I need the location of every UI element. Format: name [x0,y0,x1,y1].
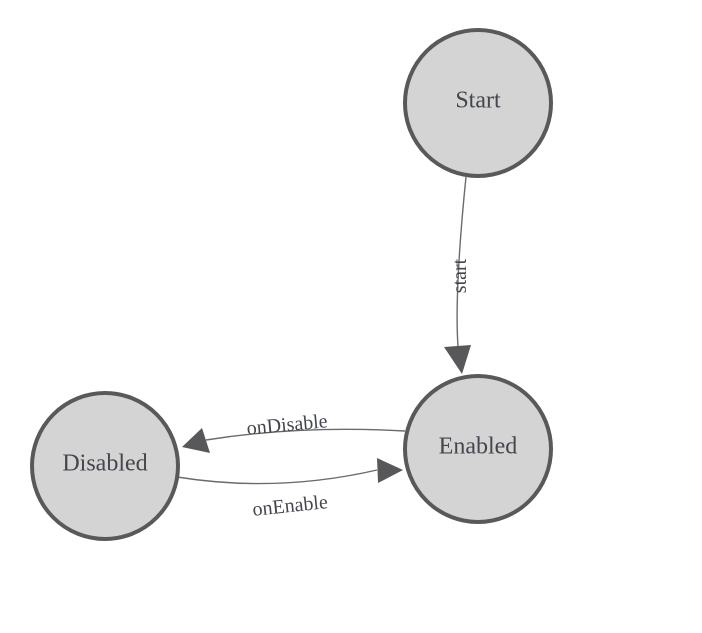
node-enabled[interactable]: Enabled [403,374,553,524]
arrowhead-into-enabled-left [377,458,403,483]
node-start-label: Start [455,87,501,113]
node-disabled-label: Disabled [62,450,147,476]
edge-enabled-to-disabled[interactable]: onDisable [182,410,406,453]
edge-enabled-to-disabled-line[interactable] [205,428,406,441]
edge-start-to-enabled[interactable]: start [444,176,471,374]
node-start[interactable]: Start [403,28,553,178]
arrowhead-into-enabled-top [444,345,471,374]
node-enabled-label: Enabled [439,433,518,459]
node-start-circle[interactable] [403,28,553,178]
node-disabled-circle[interactable] [30,391,180,541]
arrowhead-into-disabled-right [182,428,210,453]
edge-start-to-enabled-line[interactable] [456,176,467,347]
edge-label-onenable: onEnable [251,491,329,521]
edge-disabled-to-enabled-line[interactable] [176,469,378,485]
edge-disabled-to-enabled[interactable]: onEnable [176,458,403,521]
edge-label-start: start [449,258,471,293]
edge-label-ondisable: onDisable [246,410,329,439]
node-enabled-circle[interactable] [403,374,553,524]
node-disabled[interactable]: Disabled [30,391,180,541]
